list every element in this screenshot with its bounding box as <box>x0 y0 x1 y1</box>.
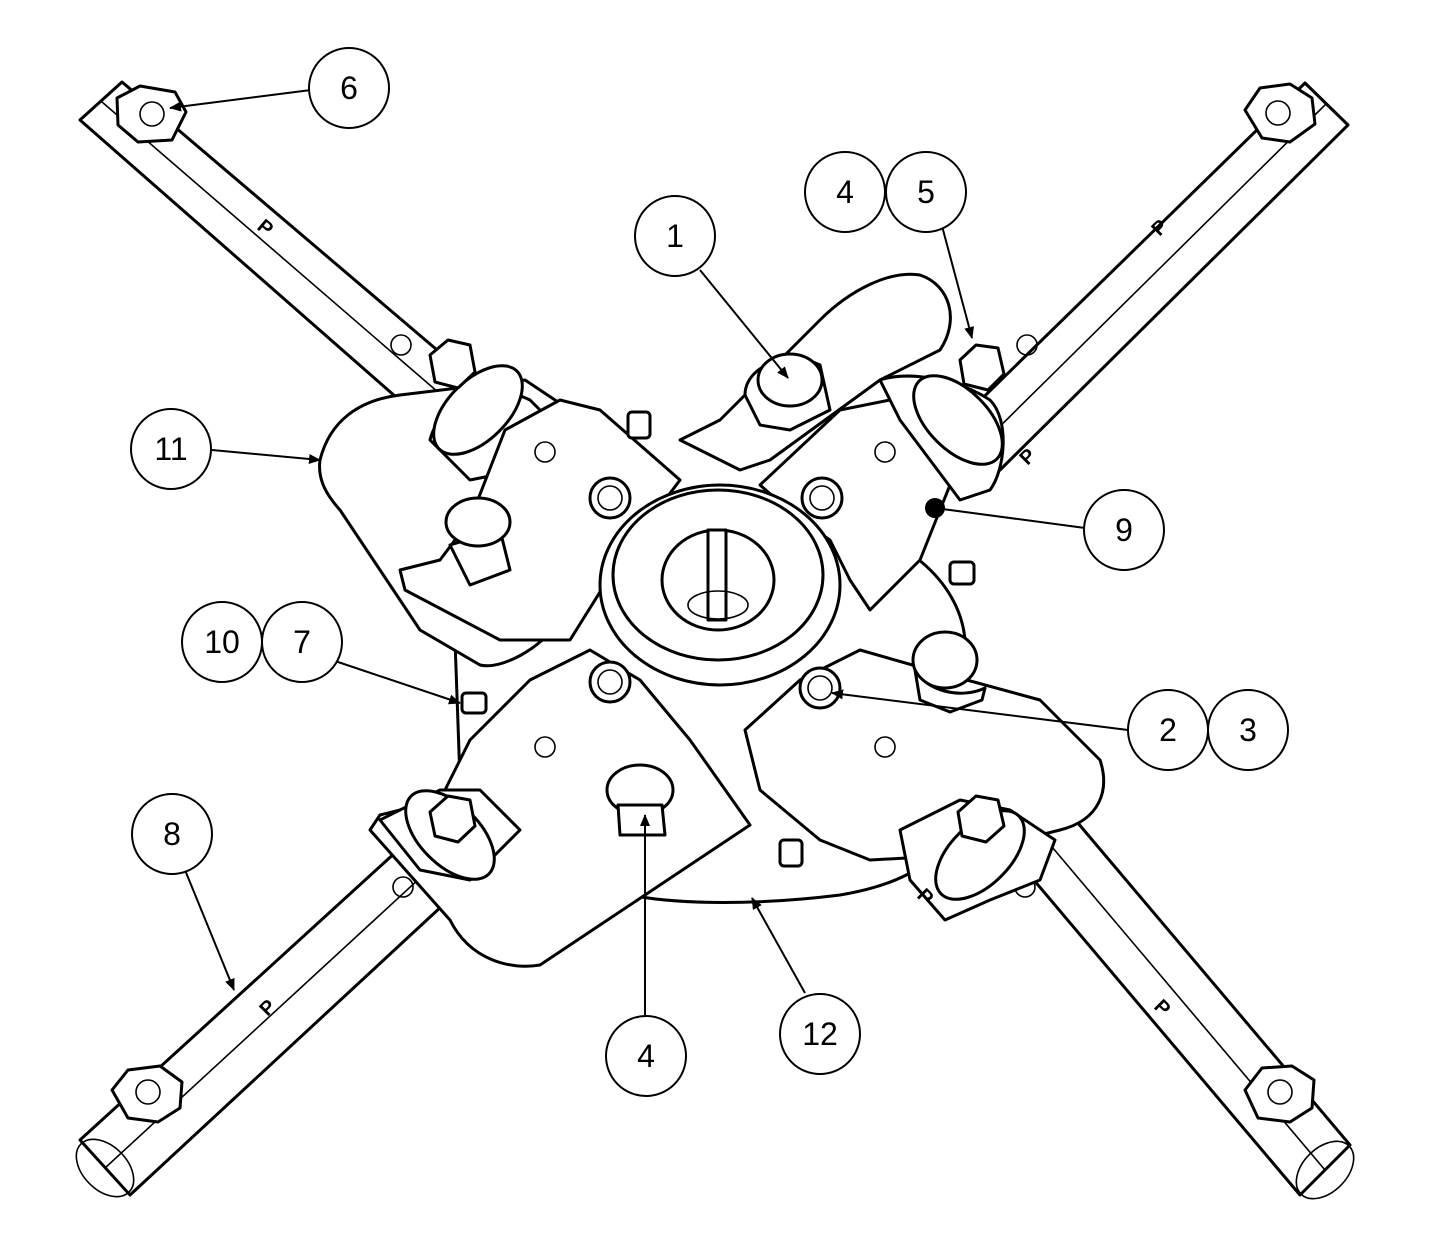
svg-text:4: 4 <box>637 1038 655 1074</box>
callout-3: 3 <box>1207 689 1289 771</box>
callout-1: 1 <box>634 195 716 277</box>
callout-12: 12 <box>779 993 861 1075</box>
plunger-top <box>743 352 832 432</box>
callout-11: 11 <box>130 408 212 490</box>
callout-2: 2 <box>1127 689 1209 771</box>
svg-text:9: 9 <box>1115 512 1133 548</box>
plunger-left <box>444 496 512 587</box>
arm-end-nut-bottom-left <box>110 1064 184 1124</box>
svg-text:4: 4 <box>836 174 854 210</box>
arm-bottom-left: P <box>75 828 472 1198</box>
lock-washer-bolts <box>588 476 844 710</box>
svg-text:6: 6 <box>340 70 358 106</box>
svg-text:7: 7 <box>293 624 311 660</box>
grease-fittings <box>460 410 976 868</box>
callout-8: 8 <box>131 793 213 875</box>
leader-lines <box>169 89 1129 1015</box>
callout-6: 6 <box>308 47 390 129</box>
sleeve-set-bolts <box>428 338 1006 844</box>
svg-text:12: 12 <box>802 1016 838 1052</box>
callout-4-bottom: 4 <box>605 1015 687 1097</box>
arm-end-nut-top-left <box>115 84 188 144</box>
arm-bottom-right: P <box>998 788 1355 1200</box>
svg-text:3: 3 <box>1239 712 1257 748</box>
svg-text:1: 1 <box>666 218 684 254</box>
callout-4-top: 4 <box>804 151 886 233</box>
svg-text:8: 8 <box>163 816 181 852</box>
svg-text:11: 11 <box>154 431 187 467</box>
svg-text:2: 2 <box>1159 712 1177 748</box>
arm-end-nut-top-right <box>1243 82 1317 144</box>
svg-text:5: 5 <box>917 174 935 210</box>
callout-10: 10 <box>181 601 263 683</box>
svg-text:10: 10 <box>204 624 240 660</box>
plunger-right <box>911 630 987 714</box>
arm-top-left: P <box>78 80 492 442</box>
callout-5: 5 <box>885 151 967 233</box>
arm-collars <box>404 364 1026 901</box>
callout-9: 9 <box>1083 489 1165 571</box>
arm-end-nut-bottom-right <box>1243 1064 1316 1124</box>
callout-7: 7 <box>261 601 343 683</box>
center-hub <box>598 483 842 687</box>
